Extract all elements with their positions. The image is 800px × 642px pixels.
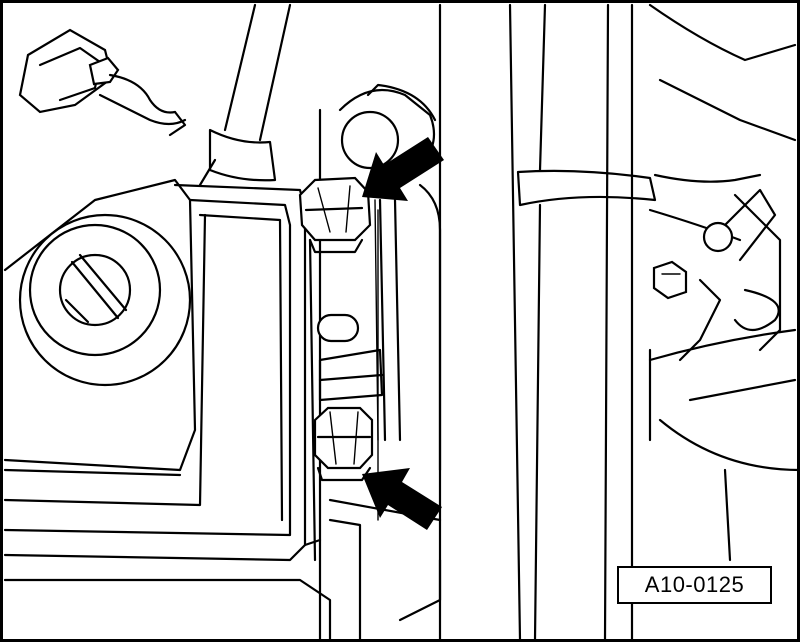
hose <box>198 3 292 187</box>
right-linkage <box>648 3 800 562</box>
electrical-connector <box>18 28 187 137</box>
lower-bolt <box>313 406 374 482</box>
arrow-lower-bolt <box>362 468 442 530</box>
figure-reference-label: A10-0125 <box>617 566 772 604</box>
vertical-panel <box>438 3 634 642</box>
arrow-upper-bolt <box>362 137 444 201</box>
small-nut <box>652 260 688 300</box>
filler-cap <box>18 213 192 387</box>
housing-cover <box>3 178 332 642</box>
upper-bolt <box>298 176 372 254</box>
pipe-clamp <box>516 169 657 207</box>
